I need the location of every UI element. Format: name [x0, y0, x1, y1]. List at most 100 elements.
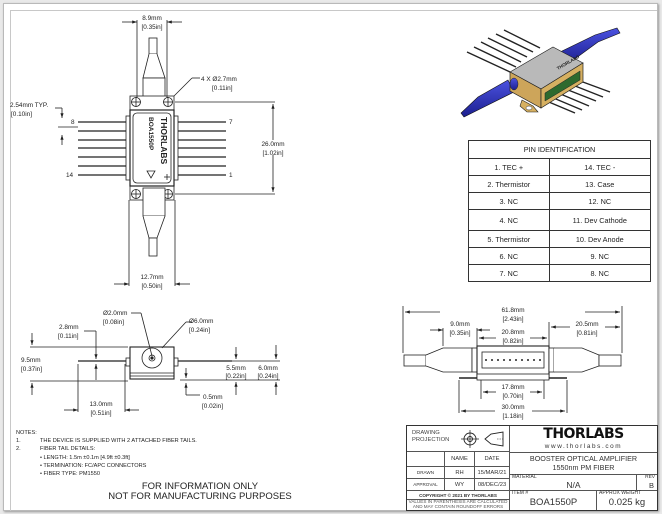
notes: NOTES: 1.THE DEVICE IS SUPPLIED WITH 2 A…: [16, 429, 197, 478]
axis-height: 6.0mm: [258, 365, 278, 372]
pin-label-8: 8: [71, 119, 75, 126]
dim-pin-span: 17.8mm: [501, 384, 524, 391]
approval-label: APPROVAL: [407, 479, 445, 491]
upper-fiber-boot: [142, 53, 166, 79]
right-fiber-tail: [598, 354, 622, 367]
offset: 2.8mm: [59, 324, 79, 331]
triangle-marker: [146, 170, 156, 179]
dim-overall: 61.8mm: [501, 307, 524, 314]
dim-overall-in: [2.43in]: [503, 316, 524, 323]
lower-fiber-tail: [148, 237, 158, 257]
dim-top-width: 8.9mm: [142, 15, 162, 22]
pin-cell: 14. TEC -: [548, 158, 652, 176]
weight-cell: APPROX WEIGHT 0.025 kg: [597, 491, 657, 510]
disclaimer-line-2: AND MAY CONTAIN ROUNDOFF ERRORS: [412, 503, 504, 509]
fiber-dia: Ø2.0mm: [103, 310, 128, 317]
pin-cell: 5. Thermistor: [468, 230, 550, 248]
pin-label-7: 7: [229, 119, 233, 126]
dim-flange-len-in: [1.18in]: [503, 413, 524, 420]
dim-bottom-width-in: [0.50in]: [142, 283, 163, 290]
note-number: 2.: [16, 446, 21, 453]
title-block: DRAWING PROJECTION NAME DATE DRAWN RH 15…: [406, 425, 658, 511]
date-header: DATE: [475, 452, 510, 467]
rev-value: B: [648, 481, 654, 490]
pin-pitch-in: [0.10in]: [11, 111, 32, 118]
side-height-in: [0.37in]: [21, 366, 42, 373]
pin-cell: 8. NC: [548, 264, 652, 282]
info-line-2: NOT FOR MANUFACTURING PURPOSES: [108, 491, 292, 502]
title-line-1: BOOSTER OPTICAL AMPLIFIER: [529, 454, 638, 463]
approval-date: 08/DEC/23: [475, 479, 510, 491]
disclaimer-line-1: VALUES IN PARENTHESIS ARE CALCULATED: [408, 499, 508, 504]
drawing-title-cell: BOOSTER OPTICAL AMPLIFIER 1550nm PM FIBE…: [510, 453, 657, 475]
pin-header: [544, 70, 581, 102]
pin-cell: 7. NC: [468, 264, 550, 282]
projection-symbol-icon: [461, 430, 504, 448]
top-view-labels: 8.9mm [0.35in] 4 X Ø2.7mm [0.11in] 2.54m…: [10, 15, 285, 290]
flange-in: [0.02in]: [202, 403, 223, 410]
table-row: 1. TEC +14. TEC -: [468, 158, 652, 176]
upper-fiber-tail: [148, 37, 158, 55]
pin-cell: 12. NC: [548, 192, 652, 210]
dim-height: 26.0mm: [261, 141, 284, 148]
right-pins: [177, 121, 226, 176]
pin-label-1: 1: [229, 172, 233, 179]
dim-boot-len: 9.0mm: [450, 321, 470, 328]
thorlabs-logo: THORLABS: [543, 426, 624, 442]
drawing-frame: [10, 10, 657, 511]
note-bullet-termination: • TERMINATION: FC/APC CONNECTORS: [40, 462, 147, 469]
top-view: [55, 20, 275, 286]
website: www.thorlabs.com: [544, 443, 623, 450]
pin-cell: 13. Case: [548, 175, 652, 193]
item-label: ITEM #: [512, 490, 529, 496]
projection-label: DRAWING PROJECTION: [412, 430, 450, 443]
dim-pin-span-in: [0.70in]: [503, 393, 524, 400]
dim-boot-len-in: [0.35in]: [450, 330, 471, 337]
side-height: 9.5mm: [21, 357, 41, 364]
note-bullet-length: • LENGTH: 1.5m ±0.1m [4.9ft ±0.3ft]: [40, 454, 130, 461]
pin-height: 5.5mm: [226, 365, 246, 372]
drawn-date: 15/MAR/21: [475, 467, 510, 479]
fiber-left: [460, 79, 515, 118]
pin-height-in: [0.22in]: [226, 373, 247, 380]
pin-cell: 4. NC: [468, 209, 550, 231]
material-label: MATERIAL: [512, 474, 537, 480]
lower-fiber-boot: [142, 215, 166, 239]
side-view-labels: Ø2.0mm [0.08in] Ø6.0mm [0.24in] 2.8mm [0…: [21, 310, 279, 417]
lid-part: BOA1550P: [147, 117, 154, 151]
note-number: 1.: [16, 438, 21, 445]
disclaimer: VALUES IN PARENTHESIS ARE CALCULATED AND…: [407, 499, 510, 510]
pin-identification-table: PIN IDENTIFICATION 1. TEC +14. TEC - 2. …: [468, 140, 652, 282]
pin-len-in: [0.51in]: [91, 410, 112, 417]
pin-cell: 10. Dev Anode: [548, 230, 652, 248]
pin-cell: 1. TEC +: [468, 158, 550, 176]
material-cell: MATERIAL N/A: [510, 475, 637, 491]
pin-label-14: 14: [66, 172, 74, 179]
name-header: NAME: [445, 452, 475, 467]
note-1: THE DEVICE IS SUPPLIED WITH 2 ATTACHED F…: [40, 438, 197, 445]
boot-dia: Ø6.0mm: [189, 318, 214, 325]
pin-table-title: PIN IDENTIFICATION: [468, 140, 651, 159]
flange: 0.5mm: [203, 394, 223, 401]
pin-pitch: 2.54mm TYP.: [10, 102, 48, 109]
copyright: COPYRIGHT © 2021 BY THORLABS: [407, 491, 510, 500]
information-disclaimer: FOR INFORMATION ONLY NOT FOR MANUFACTURI…: [100, 482, 300, 502]
left-fiber-tail: [403, 354, 427, 367]
drawn-label: DRAWN: [407, 467, 445, 479]
pin-cell: 2. Thermistor: [468, 175, 550, 193]
weight-value: 0.025 kg: [608, 497, 646, 508]
drawn-name: RH: [445, 467, 475, 479]
dim-bottom-width: 12.7mm: [140, 274, 163, 281]
hole-callout-in: [0.11in]: [212, 85, 233, 92]
projection-cell: DRAWING PROJECTION: [407, 426, 510, 452]
item-value: BOA1550P: [529, 497, 578, 508]
note-bullet-fiber-type: • FIBER TYPE: PM1550: [40, 471, 100, 478]
note-2: FIBER TAIL DETAILS:: [40, 446, 96, 453]
